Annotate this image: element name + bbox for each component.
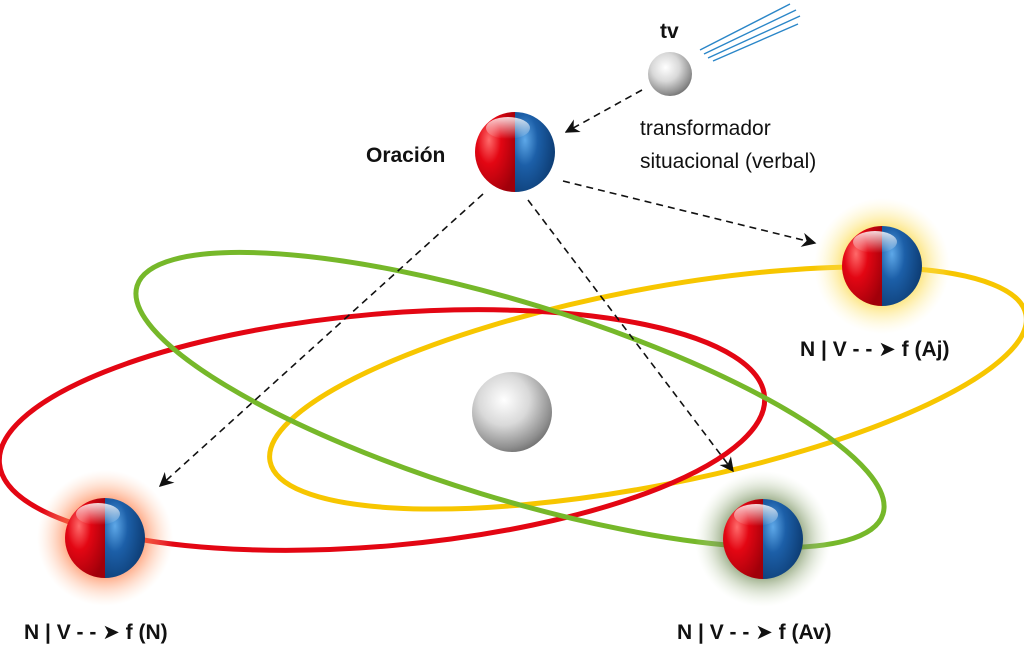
- motion-streak-icon: [699, 3, 801, 62]
- n-sphere: [65, 498, 145, 578]
- aj-label: N | V - - ➤ f (Aj): [800, 338, 949, 361]
- n-label: N | V - - ➤ f (N): [24, 621, 168, 644]
- transformador-label-line2: situacional (verbal): [640, 150, 816, 173]
- av-label: N | V - - ➤ f (Av): [677, 621, 832, 644]
- green-orbit: [133, 249, 887, 551]
- arrow-oracion-to-aj: [562, 180, 817, 247]
- tv-label: tv: [660, 20, 679, 43]
- arrow-tv-to-oracion: [564, 89, 643, 133]
- nucleus-sphere: [472, 372, 552, 452]
- arrow-oracion-to-av: [527, 199, 734, 473]
- transformador-label-line1: transformador: [640, 117, 771, 140]
- arrow-oracion-to-n: [158, 193, 484, 487]
- oracion-sphere: [475, 112, 555, 192]
- av-sphere: [723, 499, 803, 579]
- tv-sphere: [648, 52, 692, 96]
- aj-sphere: [842, 226, 922, 306]
- oracion-label: Oración: [366, 144, 445, 167]
